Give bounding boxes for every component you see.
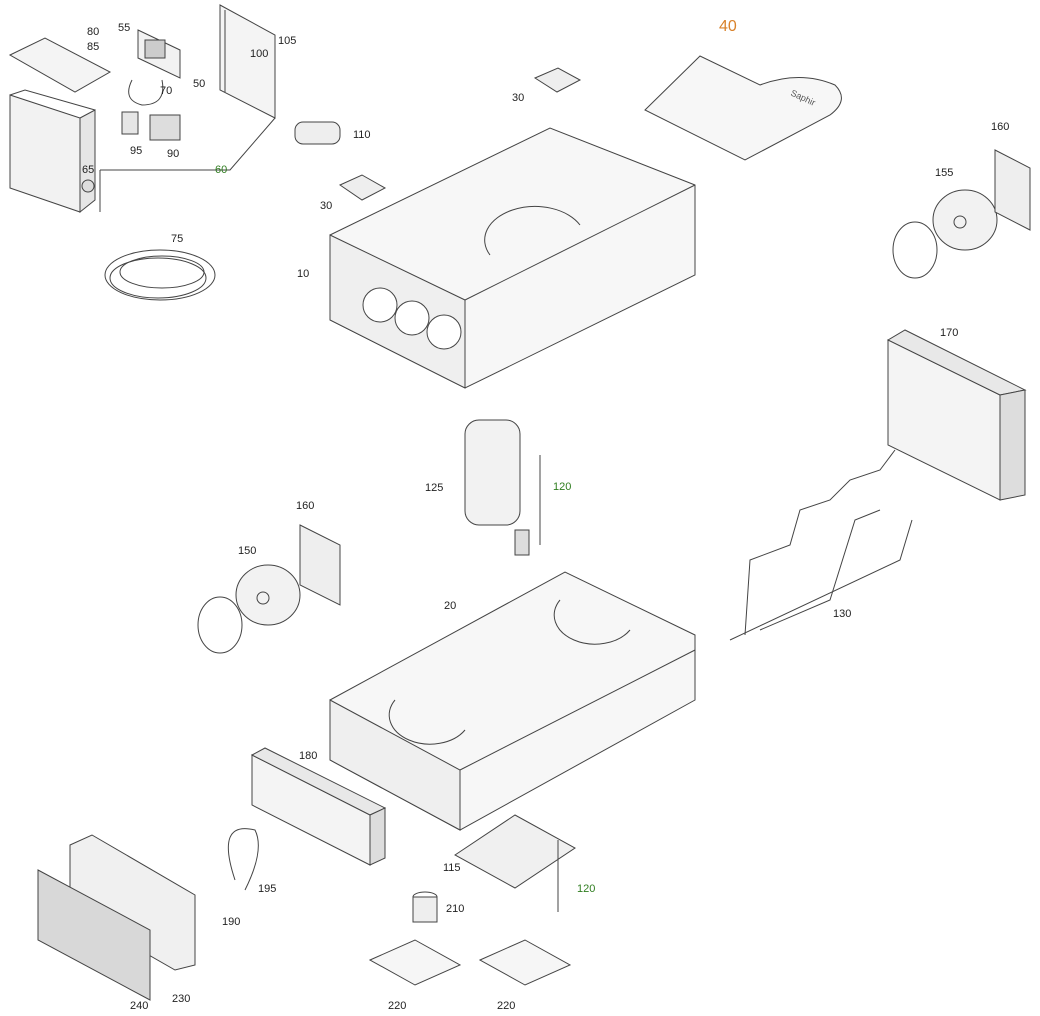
part-label-95: 95 [130,145,143,157]
part-evaporator-180 [250,747,387,866]
part-label-75: 75 [171,233,184,245]
part-compressor [464,419,541,556]
part-cable-70 [128,79,164,106]
part-label-65: 65 [82,164,95,176]
part-base-pan-20 [329,571,696,831]
part-circuit-board-55 [137,29,181,79]
part-mount-plate-100 [219,4,276,119]
part-label-160b: 160 [296,500,315,512]
part-label-105: 105 [278,35,297,47]
part-label-210: 210 [446,903,465,915]
part-label-195: 195 [258,883,277,895]
part-mesh-220b [478,939,572,986]
part-label-60: 60 [215,164,228,176]
part-fan-155 [892,149,1031,279]
part-filter-pad-30b [338,174,387,201]
leader-60 [99,117,276,212]
part-pipework-130 [729,449,913,641]
part-transformer-90 [121,111,181,141]
part-label-130: 130 [833,608,852,620]
part-label-40: 40 [719,18,737,35]
part-filter-pad-30a [533,67,582,93]
part-label-150: 150 [238,545,257,557]
part-label-30a: 30 [512,92,525,104]
part-label-110: 110 [353,129,371,141]
part-grille-240 [37,869,151,1001]
part-label-20: 20 [444,600,457,612]
part-wire-harness-75 [104,249,216,301]
part-mount-plate-115 [454,814,576,912]
part-label-160a: 160 [991,121,1010,133]
part-label-230: 230 [172,993,191,1005]
part-label-220b: 220 [497,1000,516,1012]
part-condenser-170 [886,329,1027,501]
part-label-120b: 120 [577,883,596,895]
part-electronics-box-65 [9,89,96,214]
part-label-10: 10 [297,268,310,280]
part-label-240: 240 [130,1000,149,1012]
part-label-180: 180 [299,750,318,762]
part-label-115: 115 [443,862,461,874]
part-sensor-190 [227,828,259,891]
part-label-125: 125 [425,482,444,494]
part-top-cover-40: Saphir [644,55,842,161]
part-cover-plate [8,37,112,93]
part-label-220a: 220 [388,1000,407,1012]
part-capacitor-110 [294,121,341,145]
part-label-90: 90 [167,148,180,160]
part-label-50: 50 [193,78,206,90]
part-label-30b: 30 [320,200,333,212]
part-label-85: 85 [87,41,100,53]
part-label-190: 190 [222,916,241,928]
part-label-100: 100 [250,48,269,60]
part-upper-shell-10 [329,127,696,389]
part-plug-210 [412,891,438,923]
part-label-55: 55 [118,22,131,34]
part-label-70: 70 [160,85,173,97]
part-fan-150 [197,524,341,654]
part-label-120a: 120 [553,481,572,493]
part-mesh-220a [368,939,462,986]
part-label-155: 155 [935,167,954,179]
part-label-170: 170 [940,327,959,339]
part-label-80: 80 [87,26,100,38]
